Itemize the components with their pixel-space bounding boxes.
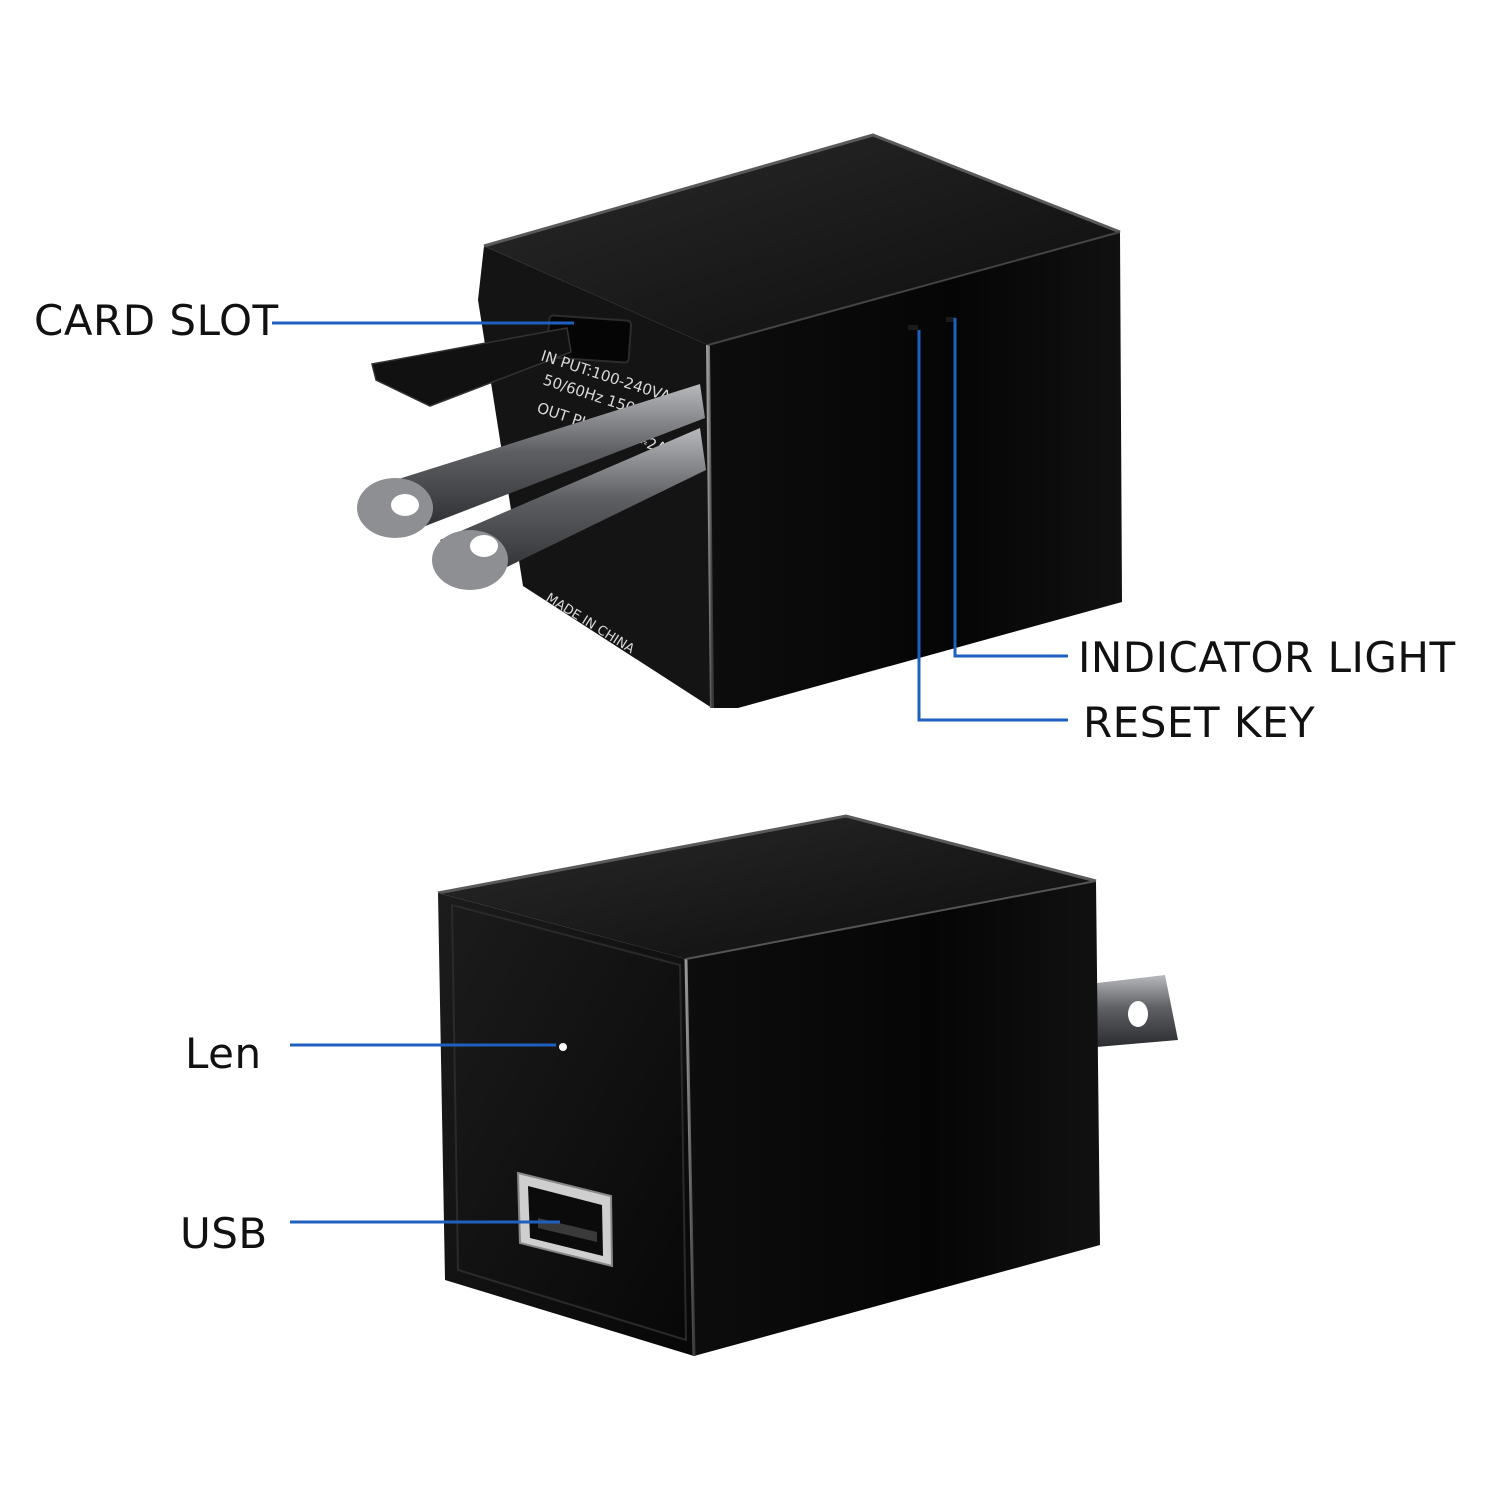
prong-icon bbox=[1080, 975, 1178, 1048]
charger-back-view: IN PUT:100-240VAC 50/60Hz 150mA OUT PUT:… bbox=[357, 133, 1122, 709]
len-label: Len bbox=[185, 1029, 262, 1078]
micro-sd-card bbox=[371, 327, 572, 407]
usb-port-icon bbox=[516, 1171, 614, 1268]
charger-top-face bbox=[438, 816, 1096, 959]
charger-top-face bbox=[484, 135, 1120, 345]
card-slot-label: CARD SLOT bbox=[34, 296, 279, 345]
lens-dot-icon bbox=[559, 1043, 567, 1051]
reset-key-label: RESET KEY bbox=[1083, 698, 1316, 747]
usb-label: USB bbox=[180, 1209, 268, 1258]
callout-line-reset-key bbox=[917, 330, 1068, 722]
indicator-light-label: INDICATOR LIGHT bbox=[1078, 633, 1456, 682]
charger-side-face bbox=[708, 232, 1122, 708]
callout-lines bbox=[272, 318, 1068, 1224]
prong-icon bbox=[357, 384, 705, 538]
callout-line-indicator-light bbox=[953, 318, 1068, 658]
prong-icon bbox=[432, 428, 706, 590]
charger-front-view bbox=[437, 814, 1178, 1357]
reset-key-icon bbox=[908, 325, 918, 330]
indicator-light-icon bbox=[946, 317, 956, 322]
charger-front-face bbox=[438, 893, 694, 1356]
charger-side-face bbox=[686, 881, 1100, 1356]
